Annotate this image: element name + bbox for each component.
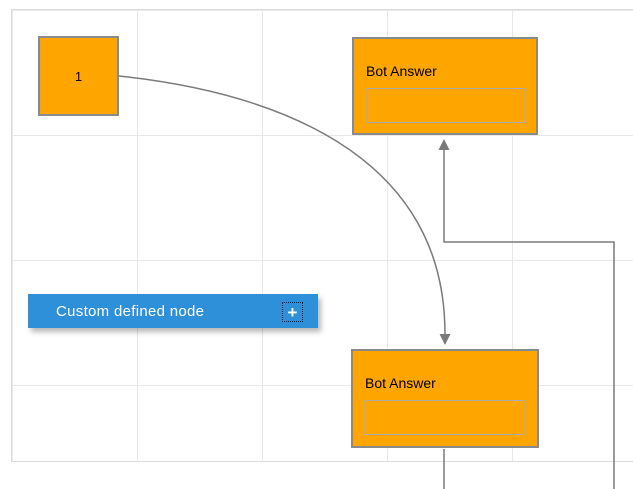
add-node-button[interactable]: + — [282, 302, 303, 322]
node-bot-answer-top[interactable]: Bot Answer — [352, 37, 538, 135]
plus-icon: + — [287, 302, 298, 322]
node-bot-answer-bottom-field[interactable] — [365, 400, 525, 435]
custom-node-label: Custom defined node — [56, 302, 205, 320]
node-source[interactable]: 1 — [38, 36, 119, 116]
custom-defined-node[interactable]: Custom defined node + — [28, 294, 318, 328]
node-source-label: 1 — [74, 68, 83, 84]
node-bot-answer-bottom-title: Bot Answer — [365, 375, 436, 391]
node-bot-answer-bottom[interactable]: Bot Answer — [351, 349, 539, 448]
node-bot-answer-top-field[interactable] — [366, 88, 526, 123]
node-bot-answer-top-title: Bot Answer — [366, 63, 437, 79]
